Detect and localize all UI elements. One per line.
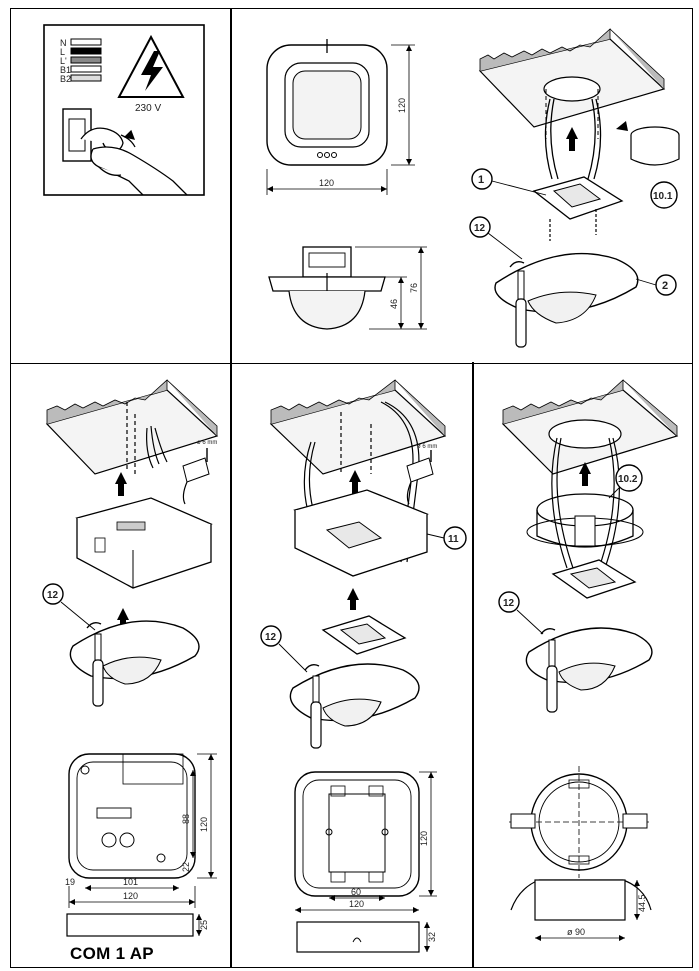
svg-text:2: 2 — [662, 280, 668, 292]
callout-10-1: 10.1 — [650, 181, 678, 209]
panel-safety-warning: N L L' B1 B2 230 V — [10, 8, 232, 364]
callout-2: 2 — [635, 274, 677, 296]
svg-text:12: 12 — [474, 223, 486, 234]
product-name: COM 1 AP — [70, 944, 154, 963]
detector-unit — [525, 627, 653, 691]
wire-label-b2: B2 — [60, 74, 71, 84]
svg-text:12: 12 — [503, 598, 515, 609]
light-switch-icon — [62, 108, 92, 162]
svg-text:1: 1 — [478, 174, 484, 186]
detector-unit — [289, 663, 420, 727]
panel-flush-box-102: 10.2 12 — [472, 362, 693, 968]
panel-flush-mount: 1 10.1 12 2 — [450, 8, 693, 364]
wire-label-n: N — [60, 38, 67, 48]
voltage-label: 230 V — [135, 103, 161, 114]
callout-12: 12 — [498, 591, 544, 635]
detector-unit — [494, 252, 639, 324]
svg-text:12: 12 — [265, 632, 277, 643]
flush-mount-illustration: 1 10.1 12 2 — [469, 28, 680, 348]
dim-101-label: 101 — [123, 877, 138, 887]
high-voltage-warning-icon — [117, 34, 185, 98]
panel-surface-mount-com1ap: ø 6 mm 12 — [10, 362, 232, 968]
dim-60-label: 60 — [351, 887, 361, 897]
mounting-plate — [321, 615, 407, 655]
dim-25-label: 25 — [199, 920, 209, 930]
svg-text:10.1: 10.1 — [653, 191, 673, 202]
flush-box-101 — [616, 121, 680, 166]
surface-box-illustration: ø 6 mm 11 12 — [260, 379, 467, 953]
screwdriver-icon — [540, 627, 558, 713]
ceiling-slab — [501, 379, 679, 475]
wire-label-l: L — [60, 47, 65, 57]
dim-19-label: 19 — [65, 877, 75, 887]
callout-11: 11 — [426, 526, 467, 550]
svg-text:10.2: 10.2 — [618, 474, 638, 485]
surface-box — [75, 497, 213, 589]
dimension-drawing: 120 120 76 46 — [266, 39, 427, 330]
flush-box-illustration: 10.2 12 — [498, 379, 679, 941]
svg-text:ø 6 mm: ø 6 mm — [197, 440, 217, 446]
dim-120-h-label: 120 — [349, 899, 364, 909]
svg-text:ø 6 mm: ø 6 mm — [417, 444, 437, 450]
drill-icon: ø 6 mm — [406, 444, 437, 505]
flush-box-plan-drawing: ø 90 44.5 — [509, 766, 652, 941]
svg-text:11: 11 — [448, 534, 459, 545]
safety-illustration: N L L' B1 B2 230 V — [43, 24, 205, 196]
dim-22-label: 22 — [181, 862, 191, 872]
surface-box — [293, 489, 429, 577]
ceiling-slab — [478, 28, 666, 128]
dim-88-label: 88 — [181, 814, 191, 824]
dim-lower-height-label: 46 — [389, 299, 399, 309]
dim-120-h-label: 120 — [123, 891, 138, 901]
dim-depth-label: 44.5 — [637, 894, 647, 912]
screwdriver-icon — [86, 621, 104, 707]
drill-icon: ø 6 mm — [182, 440, 217, 505]
ceiling-slab — [269, 379, 447, 475]
wire-label-b1: B1 — [60, 65, 71, 75]
base-plan-drawing: 120 101 19 120 88 22 25 — [65, 753, 217, 937]
dim-120-v-label: 120 — [199, 817, 209, 832]
dim-32-label: 32 — [427, 932, 437, 942]
mounting-plate — [551, 559, 637, 599]
screwdriver-icon — [304, 663, 322, 749]
detector-side-view: 76 46 — [268, 246, 427, 330]
callout-10-2: 10.2 — [608, 464, 643, 499]
wire-label-l-prime: L' — [60, 56, 67, 66]
dim-120-v-label: 120 — [419, 831, 429, 846]
dim-width-label: 120 — [319, 178, 334, 188]
flush-box-102 — [526, 493, 644, 548]
wire-legend: N L L' B1 B2 — [60, 38, 102, 84]
detector-top-view: 120 120 — [266, 39, 415, 195]
screwdriver-icon — [509, 260, 527, 348]
dim-total-height-label: 76 — [409, 283, 419, 293]
callout-12: 12 — [469, 216, 523, 260]
panel-detector-dimensions: 120 120 76 46 — [230, 8, 452, 364]
panel-surface-mount-box: ø 6 mm 11 12 — [230, 362, 474, 968]
dim-diameter-label: ø 90 — [567, 927, 585, 937]
detector-unit — [69, 620, 200, 685]
dim-height-label: 120 — [397, 98, 407, 113]
mounting-plate — [532, 176, 624, 220]
callout-12: 12 — [260, 625, 308, 673]
callout-1: 1 — [471, 168, 547, 196]
box-plan-drawing: 60 120 120 32 — [294, 771, 437, 953]
hand-icon — [80, 127, 188, 196]
surface-mount-illustration: ø 6 mm 12 — [42, 379, 219, 937]
ceiling-slab — [45, 379, 219, 475]
svg-text:12: 12 — [47, 590, 59, 601]
callout-12: 12 — [42, 583, 96, 631]
